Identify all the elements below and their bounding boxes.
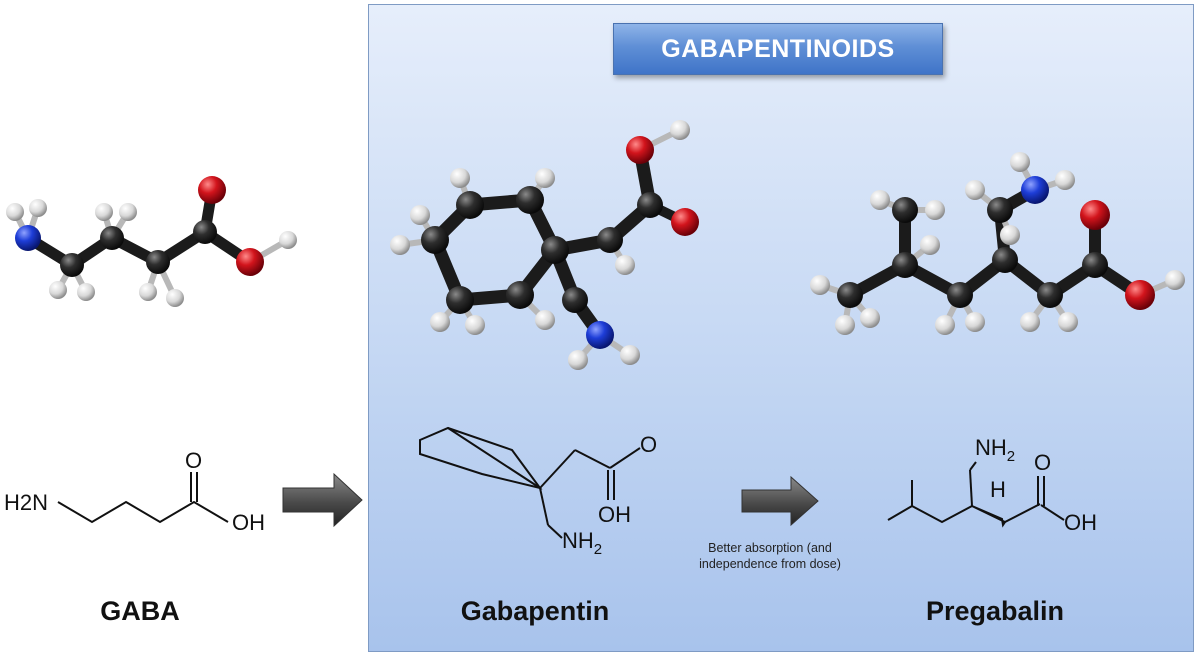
gaba-amine-label: H2N [4,490,48,515]
gabapentin-oxygen-label: O [640,432,657,457]
pregabalin-hydrogen-label: H [990,477,1006,502]
pregabalin-name: Pregabalin [925,596,1065,626]
gaba-3d-model [6,176,297,307]
gaba-oxygen-label: O [185,448,202,473]
pregabalin-oxygen-label: O [1034,450,1051,475]
pregabalin-3d-model [810,152,1185,335]
gabapentin-name: Gabapentin [460,596,610,626]
gabapentin-to-pregabalin-arrow [741,475,819,527]
gabapentin-3d-model [390,120,699,370]
gabapentin-hydroxyl-label: OH [598,502,631,527]
panel-title: GABAPENTINOIDS [613,23,943,75]
gabapentin-skeletal-formula [419,426,641,539]
pregabalin-hydroxyl-label: OH [1064,510,1097,535]
gabapentinoids-panel [368,4,1194,652]
absorption-note: Better absorption (and independence from… [699,541,841,571]
gaba-to-gabapentin-arrow [282,472,363,528]
gaba-skeletal-formula [57,472,229,524]
gaba-name: GABA [100,596,180,626]
pregabalin-skeletal-formula [887,461,1065,528]
pregabalin-amine-label: NH2 [975,435,1015,465]
gaba-hydroxyl-label: OH [232,510,265,535]
gabapentin-amine-label: NH2 [562,528,602,558]
